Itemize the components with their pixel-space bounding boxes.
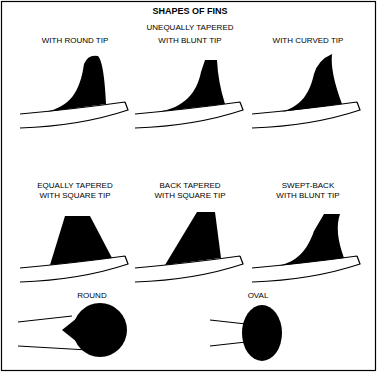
fin-swept-back <box>252 214 360 282</box>
fin-label: OVAL <box>248 291 269 301</box>
fin-curved-tip <box>252 54 360 128</box>
fin-label: WITH CURVED TIP <box>273 36 344 46</box>
fin-label: ROUND <box>77 291 106 301</box>
fin-blunt-tip <box>135 60 243 128</box>
fin-label: UNEQUALLY TAPERED <box>147 23 234 33</box>
fin-back-tapered <box>135 212 243 282</box>
fin-label: WITH BLUNT TIP <box>158 36 221 46</box>
fin-round-tip <box>20 56 128 128</box>
fin-label: WITH ROUND TIP <box>42 36 109 46</box>
fin-round <box>18 303 127 357</box>
fin-label: EQUALLY TAPERED WITH SQUARE TIP <box>35 181 115 201</box>
fin-equally-tapered <box>20 216 128 282</box>
fin-label: SWEPT-BACK WITH BLUNT TIP <box>274 181 342 201</box>
diagram-title: SHAPES OF FINS <box>152 6 227 16</box>
fin-label: BACK TAPERED WITH SQUARE TIP <box>150 181 230 201</box>
fin-oval <box>210 305 282 361</box>
